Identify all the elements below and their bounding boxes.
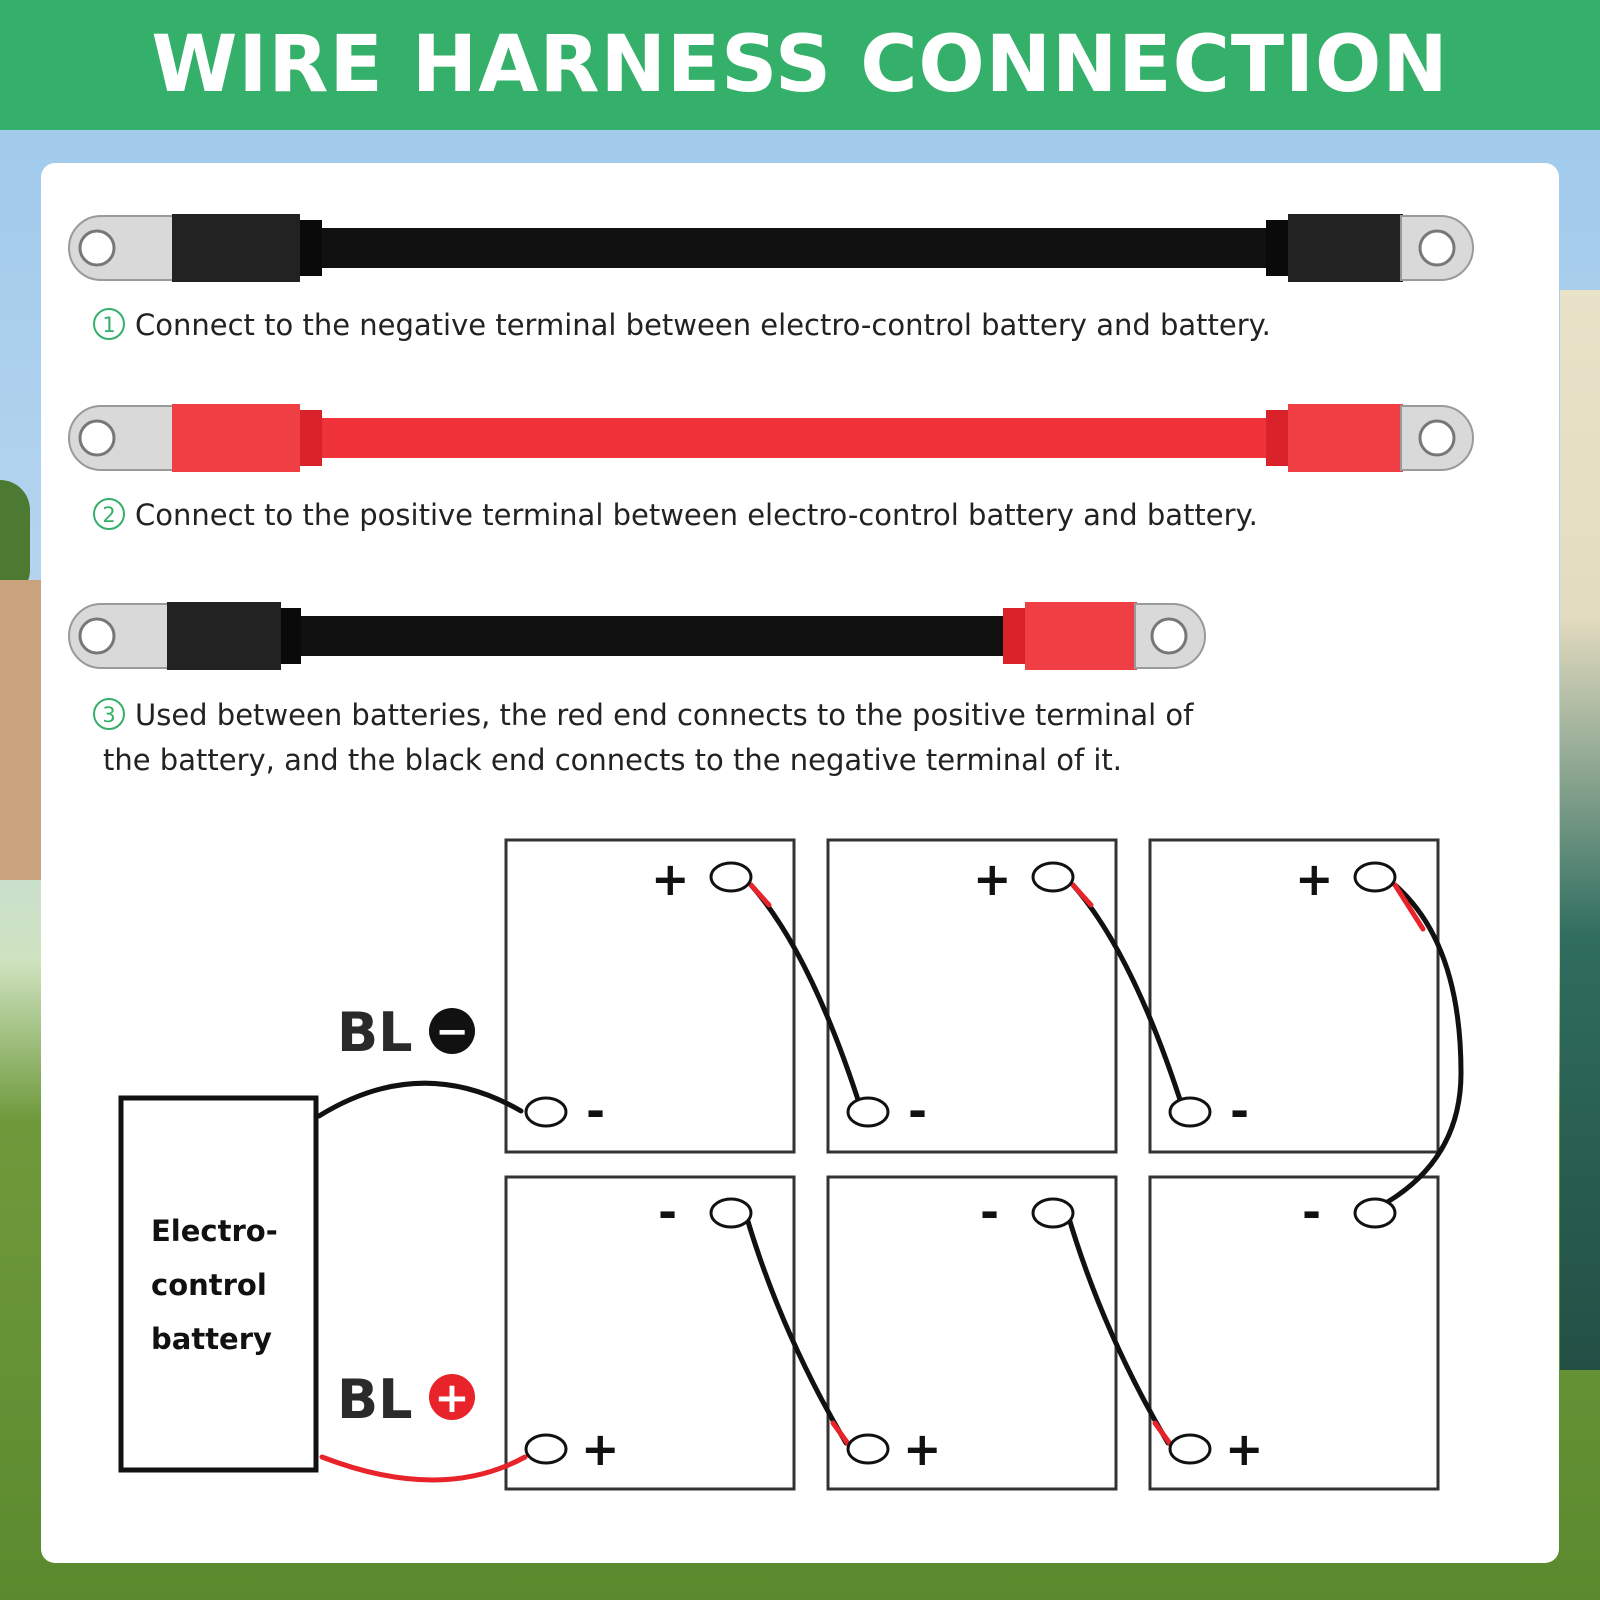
caption-1-text: Connect to the negative terminal between…: [135, 308, 1271, 342]
boot-right: [1025, 602, 1137, 670]
wire-b5: [1065, 1212, 1171, 1446]
caption-2: 2 Connect to the positive terminal betwee…: [93, 493, 1258, 538]
terminal-b4-plus: [524, 1433, 568, 1465]
content-panel: 1 Connect to the negative terminal betwee…: [41, 163, 1559, 1563]
wire-bl-negative: [316, 1080, 524, 1119]
lug-left: [68, 405, 177, 471]
header-banner: WIRE HARNESS CONNECTION: [0, 0, 1600, 130]
terminal-b5-minus: [1031, 1197, 1075, 1229]
step-number-2: 2: [93, 498, 125, 530]
boot-right-collar: [1266, 220, 1288, 276]
step-number-3: 3: [93, 698, 125, 730]
battery-5: [826, 1175, 1118, 1491]
battery-2: [826, 838, 1118, 1154]
controller-label-line3: battery: [151, 1322, 272, 1356]
wire: [322, 418, 1272, 458]
cable-3-black-red: [68, 602, 1206, 670]
lug-right: [1400, 405, 1474, 471]
terminal-b2-minus: [846, 1096, 890, 1128]
lug-left: [68, 603, 172, 669]
wire-b4-red: [830, 1420, 852, 1448]
lug-left: [68, 215, 177, 281]
sign-b6-minus: -: [1302, 1185, 1321, 1239]
sign-b3-plus: +: [1295, 852, 1334, 906]
caption-3-line2: the battery, and the black end connects …: [103, 743, 1123, 777]
terminal-b4-minus: [709, 1197, 753, 1229]
sign-b5-plus: +: [903, 1422, 942, 1476]
caption-1: 1 Connect to the negative terminal betwee…: [93, 303, 1271, 348]
sign-b2-plus: +: [973, 852, 1012, 906]
wire-bl-positive: [319, 1454, 528, 1483]
caption-2-text: Connect to the positive terminal between…: [135, 498, 1258, 532]
step-number-1: 1: [93, 308, 125, 340]
battery-4: [504, 1175, 796, 1491]
cable-2-red: [68, 404, 1474, 472]
background-golf-cart: [1560, 290, 1600, 1370]
terminal-b2-plus: [1031, 861, 1075, 893]
boot-left: [167, 602, 281, 670]
terminal-b3-minus: [1168, 1096, 1212, 1128]
sign-b3-minus: -: [1230, 1084, 1249, 1138]
bl-positive-sign: +: [434, 1373, 469, 1422]
terminal-b6-minus: [1353, 1197, 1397, 1229]
controller-label-line1: Electro-: [151, 1214, 278, 1248]
boot-right: [1288, 214, 1403, 282]
terminal-b5-plus: [846, 1433, 890, 1465]
bl-positive-badge: [429, 1374, 475, 1420]
background-house: [0, 580, 48, 880]
battery-1: [504, 838, 796, 1154]
battery-6: [1148, 1175, 1440, 1491]
wire-b1: [748, 882, 864, 1112]
terminal-b1-plus: [709, 861, 753, 893]
boot-left-collar: [300, 410, 322, 466]
boot-right-collar: [1266, 410, 1288, 466]
lug-right: [1134, 603, 1206, 669]
boot-left: [172, 214, 300, 282]
sign-b5-minus: -: [980, 1185, 999, 1239]
boot-left-collar: [300, 220, 322, 276]
sign-b4-plus: +: [581, 1422, 620, 1476]
terminal-b3-plus: [1353, 861, 1397, 893]
wire-b4: [743, 1212, 849, 1446]
wire: [301, 616, 1011, 656]
bl-negative-badge: [429, 1008, 475, 1054]
wire: [322, 228, 1272, 268]
sign-b1-plus: +: [651, 852, 690, 906]
controller-label-line2: control: [151, 1268, 267, 1302]
wire-b3-b6: [1374, 882, 1464, 1211]
sign-b1-minus: -: [586, 1084, 605, 1138]
sign-b6-plus: +: [1225, 1422, 1264, 1476]
wire-b2-red: [1070, 882, 1094, 908]
wire-b2: [1070, 882, 1186, 1112]
sign-b2-minus: -: [908, 1084, 927, 1138]
terminal-b1-minus: [524, 1096, 568, 1128]
page-title: WIRE HARNESS CONNECTION: [151, 20, 1449, 110]
lug-right: [1400, 215, 1474, 281]
sign-b4-minus: -: [658, 1185, 677, 1239]
boot-left: [172, 404, 300, 472]
caption-3-line1: Used between batteries, the red end conn…: [135, 698, 1194, 732]
boot-right: [1288, 404, 1403, 472]
wire-b5-red: [1152, 1420, 1174, 1448]
controller-box: [118, 1095, 319, 1473]
bl-positive-label: BL: [337, 1368, 413, 1431]
boot-right-collar: [1003, 608, 1025, 664]
boot-left-collar: [281, 608, 301, 664]
cable-1-black: [68, 214, 1474, 282]
bl-negative-label: BL: [337, 1001, 413, 1064]
wire-b3-red: [1392, 882, 1426, 932]
terminal-b6-plus: [1168, 1433, 1212, 1465]
bl-negative-sign: −: [435, 1009, 469, 1055]
wire-b1-red: [748, 882, 772, 908]
battery-3: [1148, 838, 1440, 1154]
caption-3: 3 Used between batteries, the red end con…: [93, 693, 1193, 783]
wiring-diagram: Electro- control battery: [118, 838, 1464, 1491]
terminals: [524, 861, 1397, 1465]
